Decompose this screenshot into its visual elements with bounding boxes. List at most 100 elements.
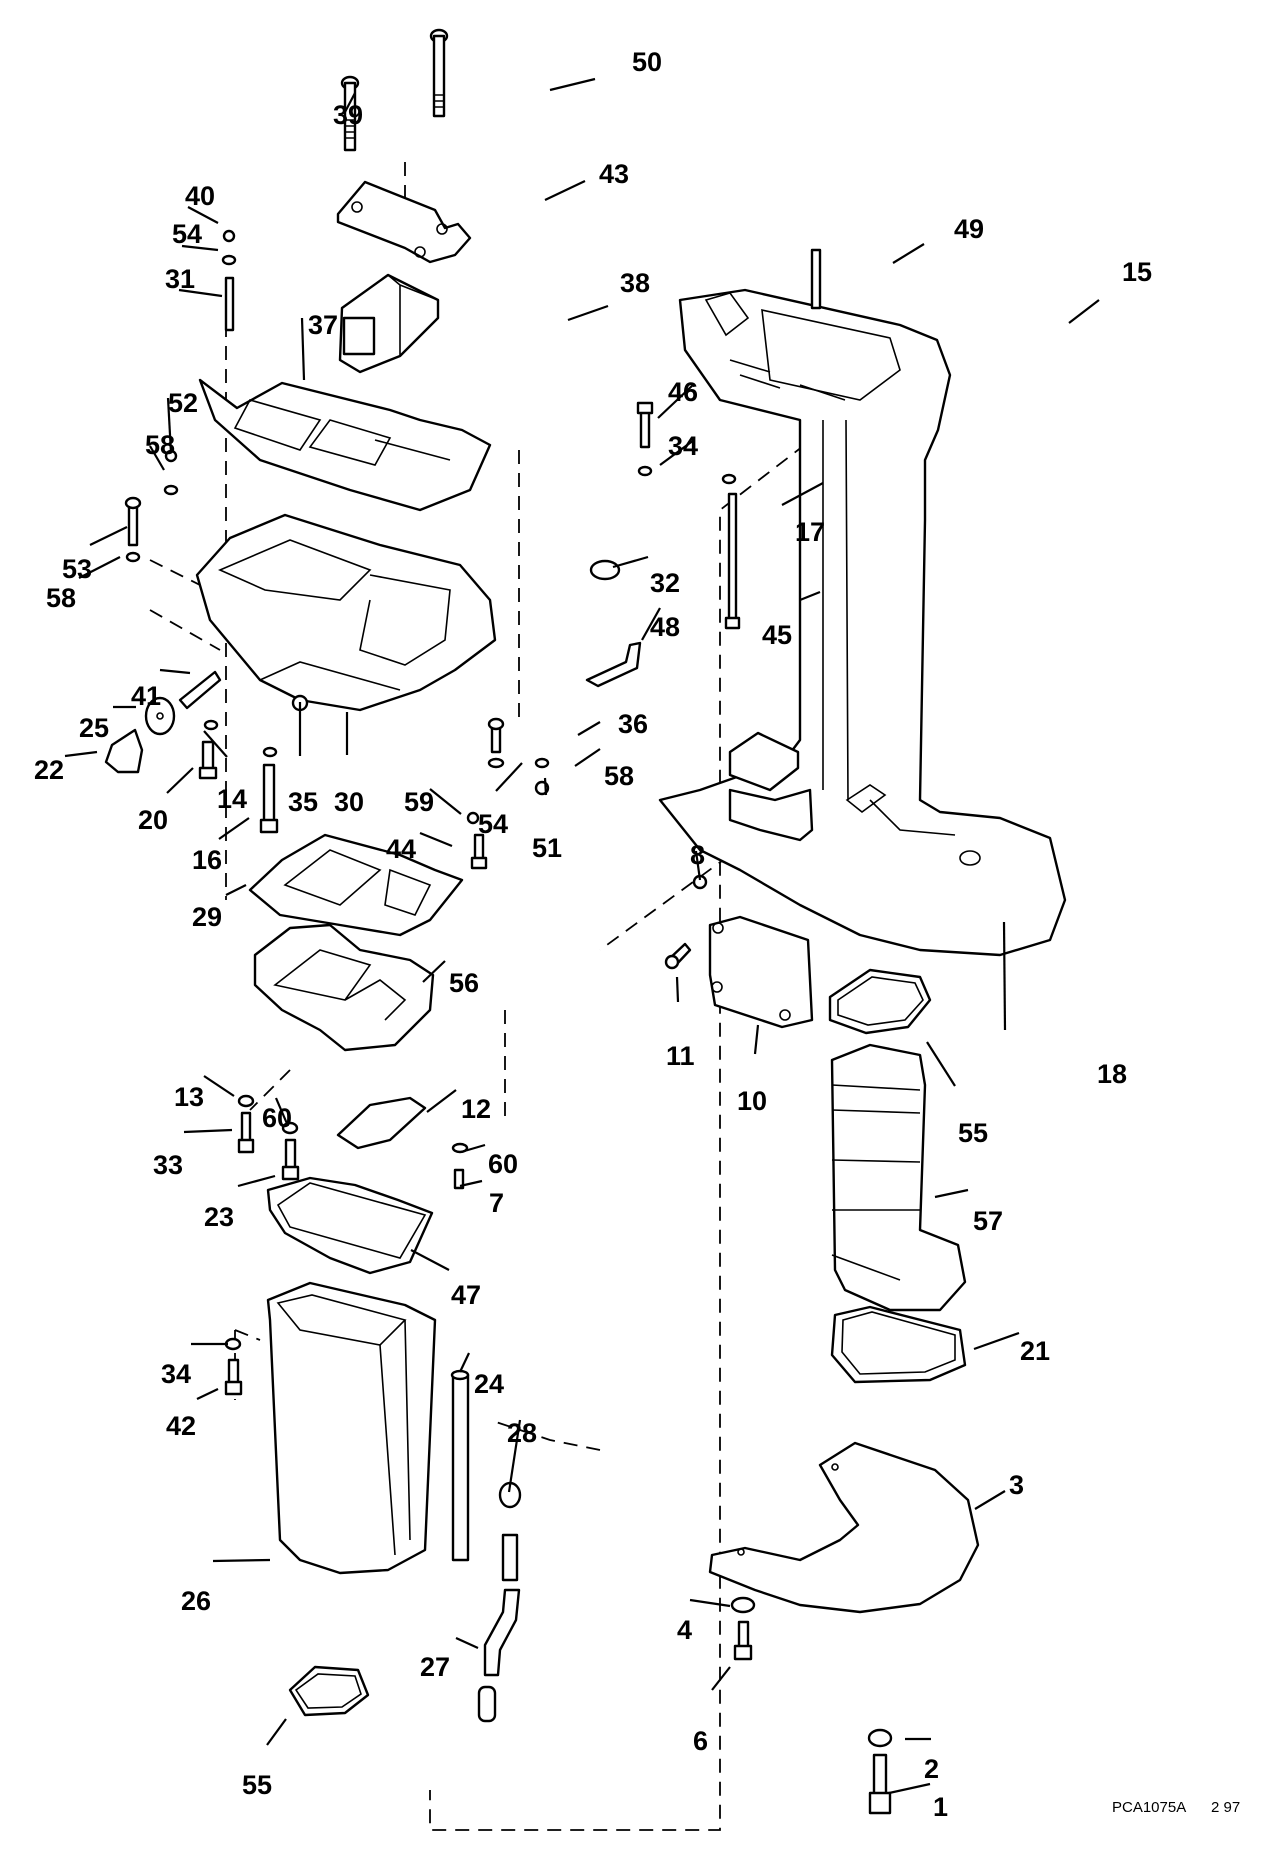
callout-leader-3 [974, 1490, 1006, 1510]
callout-label-18: 18 [1097, 1059, 1127, 1089]
stud-31 [224, 276, 235, 332]
date-code: 2 97 [1211, 1799, 1240, 1816]
exhaust-tube-26 [266, 1281, 437, 1575]
callout-label-12: 12 [461, 1094, 491, 1124]
callout-leader-58 [78, 556, 121, 579]
callout-leader-33 [183, 1128, 233, 1134]
callout-leader-50 [549, 77, 596, 92]
callout-leader-46 [657, 383, 695, 419]
bolt-1 [868, 1753, 892, 1815]
callout-label-58: 58 [145, 430, 175, 460]
screw-53 [124, 496, 142, 547]
callout-label-30: 30 [334, 787, 364, 817]
callout-label-28: 28 [507, 1418, 537, 1448]
callout-leader-55 [266, 1718, 287, 1746]
washer-58-c [487, 757, 505, 769]
callout-label-14: 14 [217, 784, 247, 814]
callout-label-29: 29 [192, 902, 222, 932]
callout-label-20: 20 [138, 805, 168, 835]
callout-label-49: 49 [954, 214, 984, 244]
callout-label-46: 46 [668, 377, 698, 407]
callout-label-55: 55 [242, 1770, 272, 1800]
screw-42 [224, 1358, 243, 1396]
callout-label-34: 34 [161, 1359, 191, 1389]
callout-leader-10 [753, 1024, 760, 1055]
callout-label-39: 39 [333, 100, 363, 130]
callout-label-60: 60 [488, 1149, 518, 1179]
bracket-43 [336, 180, 472, 264]
adapter-housing-30 [195, 513, 497, 712]
callout-leader-27 [455, 1636, 479, 1650]
callout-label-38: 38 [620, 268, 650, 298]
callout-leader-6 [711, 1666, 731, 1691]
callout-leader-24 [459, 1352, 470, 1373]
exhaust-tube-57 [830, 1043, 967, 1312]
callout-leader-31 [178, 288, 223, 298]
washer-58-a [163, 484, 179, 496]
callout-leader-44 [419, 831, 453, 848]
fitting-41 [178, 670, 222, 710]
cover-10 [708, 915, 814, 1029]
callout-leaders [64, 77, 1100, 1795]
callout-leader-7 [459, 1179, 483, 1188]
callout-leader-37 [300, 317, 306, 381]
plug-22 [104, 728, 144, 774]
callout-label-26: 26 [181, 1586, 211, 1616]
callout-label-42: 42 [166, 1411, 196, 1441]
callout-label-37: 37 [308, 310, 338, 340]
callout-label-10: 10 [737, 1086, 767, 1116]
washer-58-b [125, 551, 141, 563]
callout-label-55: 55 [958, 1118, 988, 1148]
bracket-48 [585, 641, 642, 688]
gasket-29 [248, 833, 464, 937]
callout-leader-55 [926, 1041, 956, 1087]
callout-leader-36 [577, 721, 601, 736]
callout-leader-54 [495, 762, 523, 792]
callout-label-16: 16 [192, 845, 222, 875]
callout-leader-32 [612, 555, 649, 569]
washer-60-b [451, 1142, 469, 1154]
callout-label-35: 35 [288, 787, 318, 817]
callout-leader-13 [203, 1075, 235, 1097]
callout-label-15: 15 [1122, 257, 1152, 287]
callout-label-21: 21 [1020, 1336, 1050, 1366]
callout-leader-17 [781, 482, 824, 506]
callout-leader-18 [1002, 921, 1007, 1031]
screw-36 [487, 717, 505, 754]
callout-label-27: 27 [420, 1652, 450, 1682]
callout-leader-26 [212, 1558, 271, 1563]
callout-label-11: 11 [666, 1041, 695, 1071]
mount-18 [728, 731, 887, 842]
callout-leader-54 [181, 244, 219, 252]
callout-leader-20 [166, 767, 194, 794]
washer-34-b [224, 1337, 242, 1351]
screw-6 [733, 1620, 753, 1661]
callout-label-53: 53 [62, 554, 92, 584]
cavitation-plate-3 [708, 1441, 980, 1614]
callout-label-41: 41 [131, 681, 161, 711]
callout-leader-34 [659, 439, 695, 466]
callout-label-8: 8 [690, 840, 705, 870]
callout-label-60: 60 [262, 1103, 292, 1133]
callout-label-22: 22 [34, 755, 64, 785]
callout-leader-38 [567, 304, 609, 322]
callout-label-34: 34 [668, 431, 698, 461]
callout-label-47: 47 [451, 1280, 481, 1310]
callout-label-54: 54 [478, 809, 508, 839]
hose-27 [477, 1533, 521, 1723]
callout-label-54: 54 [172, 219, 202, 249]
callout-leader-28 [507, 1419, 522, 1493]
callout-leader-39 [344, 92, 356, 113]
screw-16 [259, 763, 279, 834]
screw-44 [470, 833, 488, 870]
gasket-37 [198, 378, 492, 512]
callout-leader-29 [225, 884, 247, 896]
callout-label-52: 52 [168, 388, 198, 418]
screw-46 [636, 401, 654, 449]
callout-leader-12 [426, 1089, 457, 1113]
callout-label-1: 1 [933, 1792, 948, 1822]
callout-label-57: 57 [973, 1206, 1003, 1236]
washer-4 [730, 1596, 756, 1614]
